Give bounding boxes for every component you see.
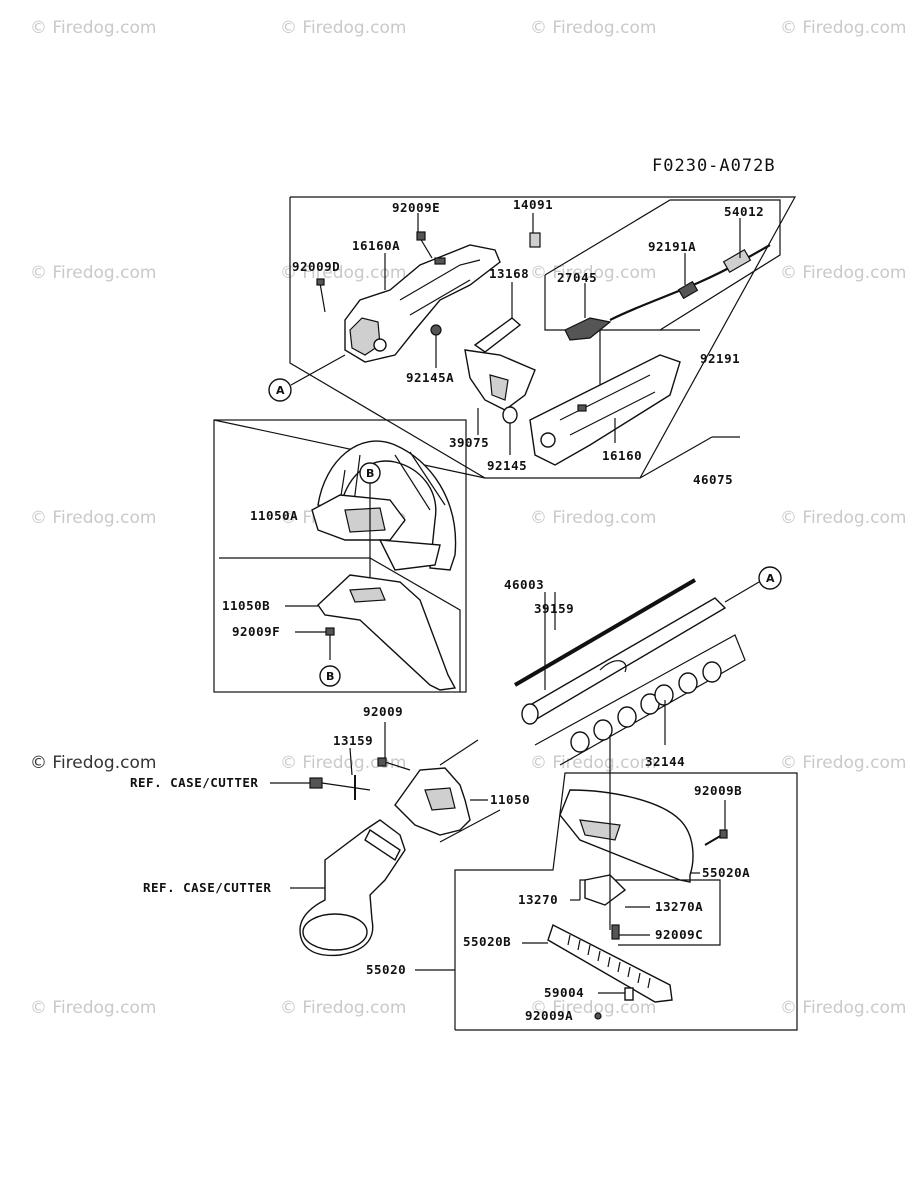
watermark: © Firedog.com <box>530 18 656 38</box>
watermark: © Firedog.com <box>30 753 156 773</box>
cutter-blade-55020b <box>522 924 673 1003</box>
watermark: © Firedog.com <box>780 998 906 1018</box>
label-14091: 14091 <box>513 197 553 212</box>
diagram-code: F0230-A072B <box>652 156 776 176</box>
label-92145a: 92145A <box>406 370 454 385</box>
label-16160a: 16160A <box>352 238 400 253</box>
label-54012: 54012 <box>724 204 764 219</box>
bracket-11050 <box>394 739 501 843</box>
label-92009b: 92009B <box>694 783 742 798</box>
case-half-16160a <box>344 244 501 363</box>
label-46003: 46003 <box>504 577 544 592</box>
label-55020a: 55020A <box>702 865 750 880</box>
watermark: © Firedog.com <box>280 998 406 1018</box>
watermark: © Firedog.com <box>530 753 656 773</box>
label-59004: 59004 <box>544 985 584 1000</box>
watermark: © Firedog.com <box>780 263 906 283</box>
gear-head-ref-case-cutter <box>290 819 406 957</box>
spring-92145a <box>430 324 442 368</box>
label-ref-case-cutter-1: REF. CASE/CUTTER <box>130 775 258 790</box>
label-ref-case-cutter-2: REF. CASE/CUTTER <box>143 880 271 895</box>
watermark: © Firedog.com <box>530 263 656 283</box>
watermarks: © Firedog.com © Firedog.com © Firedog.co… <box>30 18 906 1018</box>
watermark: © Firedog.com <box>530 998 656 1018</box>
label-92009a: 92009A <box>525 1008 573 1023</box>
label-46075: 46075 <box>693 472 733 487</box>
bracket-11050b <box>285 574 457 691</box>
label-27045: 27045 <box>557 270 597 285</box>
screw-92009d <box>316 278 326 313</box>
drive-shaft-39159 <box>521 597 727 725</box>
watermark: © Firedog.com <box>30 998 156 1018</box>
bolt-ref-case-cutter <box>270 777 371 791</box>
svg-text:B: B <box>366 467 374 480</box>
label-55020b: 55020B <box>463 934 511 949</box>
label-13270a: 13270A <box>655 899 703 914</box>
watermark: © Firedog.com <box>280 263 406 283</box>
svg-text:B: B <box>326 670 334 683</box>
lever-39075 <box>464 349 536 435</box>
watermark: © Firedog.com <box>780 753 906 773</box>
callout-b-lower: B <box>319 665 341 687</box>
leader-lines-top <box>384 213 741 290</box>
label-92191a: 92191A <box>648 239 696 254</box>
watermark: © Firedog.com <box>30 18 156 38</box>
label-13168: 13168 <box>489 266 529 281</box>
label-92009f: 92009F <box>232 624 280 639</box>
screw-92009c <box>611 924 650 940</box>
shaft-assembly <box>513 578 698 690</box>
clip-14091 <box>529 213 541 248</box>
label-16160: 16160 <box>602 448 642 463</box>
plate-13270-outline <box>570 879 721 946</box>
watermark: © Firedog.com <box>30 508 156 528</box>
callout-a-shaft: A <box>724 566 782 603</box>
bolt-92009f <box>295 627 335 660</box>
label-11050a: 11050A <box>250 508 298 523</box>
label-55020: 55020 <box>366 962 406 977</box>
screw-92009e <box>416 231 433 259</box>
label-39075: 39075 <box>449 435 489 450</box>
loop-handle-outline <box>213 419 486 693</box>
svg-text:A: A <box>276 384 285 397</box>
loop-handle-11050a <box>311 440 457 571</box>
cable-92191a <box>609 244 771 321</box>
guard-55020a <box>559 789 700 883</box>
handle-assembly-outline <box>289 196 797 479</box>
label-92009c: 92009C <box>655 927 703 942</box>
screw-92009a <box>594 1012 602 1020</box>
label-39159: 39159 <box>534 601 574 616</box>
cable-assembly-outline <box>544 199 781 385</box>
label-11050b: 11050B <box>222 598 270 613</box>
trigger-13168 <box>473 282 522 353</box>
watermark: © Firedog.com <box>780 18 906 38</box>
part-labels: 92009E 14091 54012 16160A 92191A 92009D … <box>130 197 764 1023</box>
svg-text:A: A <box>766 572 775 585</box>
case-half-16160 <box>529 354 681 466</box>
label-92009d: 92009D <box>292 259 340 274</box>
ring-92145 <box>502 406 518 455</box>
guard-assembly-outline <box>415 772 798 1031</box>
label-92009e: 92009E <box>392 200 440 215</box>
label-92191: 92191 <box>700 351 740 366</box>
switch-27045 <box>564 283 612 341</box>
label-92145: 92145 <box>487 458 527 473</box>
watermark: © Firedog.com <box>530 508 656 528</box>
label-13270: 13270 <box>518 892 558 907</box>
clip-59004 <box>598 987 634 1001</box>
watermark: © Firedog.com <box>280 753 406 773</box>
watermark: © Firedog.com <box>780 508 906 528</box>
screw-92009b <box>704 800 728 846</box>
watermark: © Firedog.com <box>30 263 156 283</box>
bolt-92009 <box>377 722 411 771</box>
bushings-32144 <box>534 634 746 766</box>
callout-a-top: A <box>268 354 346 402</box>
watermark: © Firedog.com <box>280 18 406 38</box>
label-11050: 11050 <box>490 792 530 807</box>
label-32144: 32144 <box>645 754 685 769</box>
label-13159: 13159 <box>333 733 373 748</box>
label-92009: 92009 <box>363 704 403 719</box>
plate-13270a <box>584 874 650 908</box>
